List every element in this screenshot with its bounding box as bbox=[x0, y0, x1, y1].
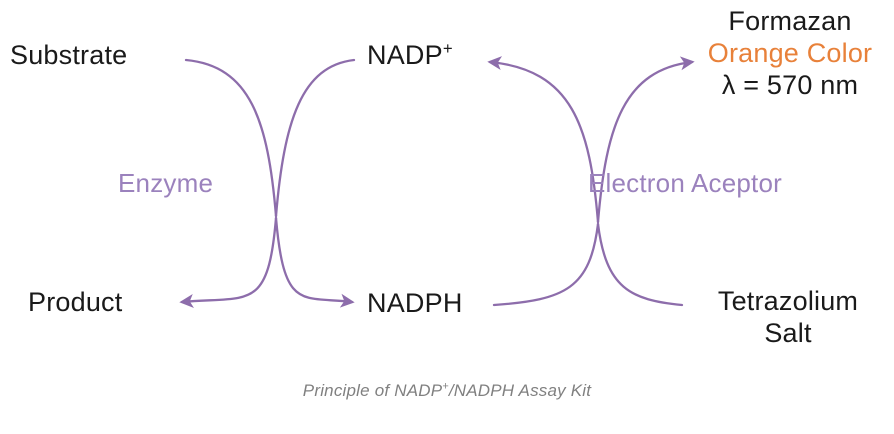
formazan-orange-color: Orange Color bbox=[707, 37, 873, 68]
mediator-label-enzyme: Enzyme bbox=[118, 168, 214, 198]
arrow-center-to-tetrazolium bbox=[596, 222, 684, 307]
mediator-label-electron-acceptor: Electron Aceptor bbox=[588, 168, 782, 198]
arrow-center-to-nadph bbox=[274, 216, 355, 308]
arrow-center-to-product bbox=[179, 216, 278, 308]
tetrazolium-line-2: Salt bbox=[764, 317, 812, 348]
node-label-substrate: Substrate bbox=[10, 40, 128, 70]
node-label-nadp-plus: NADP+ bbox=[367, 40, 453, 72]
caption-prefix: Principle of NADP bbox=[302, 381, 443, 400]
arrow-center-to-nadp-right bbox=[487, 56, 600, 224]
caption-superscript-plus: + bbox=[442, 380, 449, 393]
nadp-base-text: NADP bbox=[367, 40, 443, 70]
arrow-nadph-to-center-right bbox=[492, 222, 600, 307]
formazan-name: Formazan bbox=[728, 6, 852, 36]
arrow-center-to-nadp bbox=[274, 58, 356, 218]
node-label-nadph: NADPH bbox=[367, 288, 463, 318]
diagram-caption: Principle of NADP+/NADPH Assay Kit bbox=[0, 381, 894, 401]
tetrazolium-line-1: Tetrazolium bbox=[717, 286, 859, 316]
formazan-wavelength: λ = 570 nm bbox=[721, 69, 859, 100]
node-label-product: Product bbox=[28, 287, 123, 317]
nadp-superscript-plus: + bbox=[442, 39, 453, 58]
caption-suffix: /NADPH Assay Kit bbox=[448, 381, 592, 400]
node-label-tetrazolium-salt: Tetrazolium Salt bbox=[688, 286, 888, 350]
node-label-formazan-group: Formazan Orange Color λ = 570 nm bbox=[690, 6, 890, 102]
